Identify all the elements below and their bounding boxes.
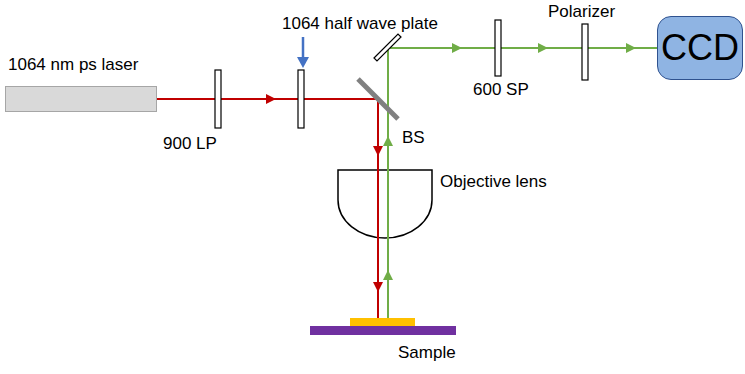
polarizer-label: Polarizer [548,2,615,22]
objective-lens [338,170,432,238]
signal-beam [388,48,657,318]
half-wave-plate [298,70,304,128]
mirror [374,34,401,61]
pointer-arrow [302,37,305,58]
plate-label: 1064 half wave plate [282,14,438,34]
signal-arrows [383,43,636,280]
filter-label: 900 LP [163,134,217,154]
sample-substrate [310,326,456,335]
node-heading: 1064 nm ps laser [8,55,138,75]
sample-film [350,318,415,326]
short-pass-filter [495,20,501,76]
node-label: CCD [661,28,739,68]
long-pass-filter [215,70,221,128]
beam-arrows [266,94,383,292]
laser-box: 1064 nm ps laser [5,86,157,112]
pointer-arrowhead [297,57,309,68]
beam-splitter [358,79,398,119]
splitter-label: BS [402,128,425,148]
lens-label: Objective lens [440,172,547,192]
sample-label: Sample [398,343,456,363]
polarizer-plate [582,24,588,80]
laser-beam [157,99,378,318]
filter-label: 600 SP [473,80,529,100]
ccd-box: CCD [657,16,743,80]
